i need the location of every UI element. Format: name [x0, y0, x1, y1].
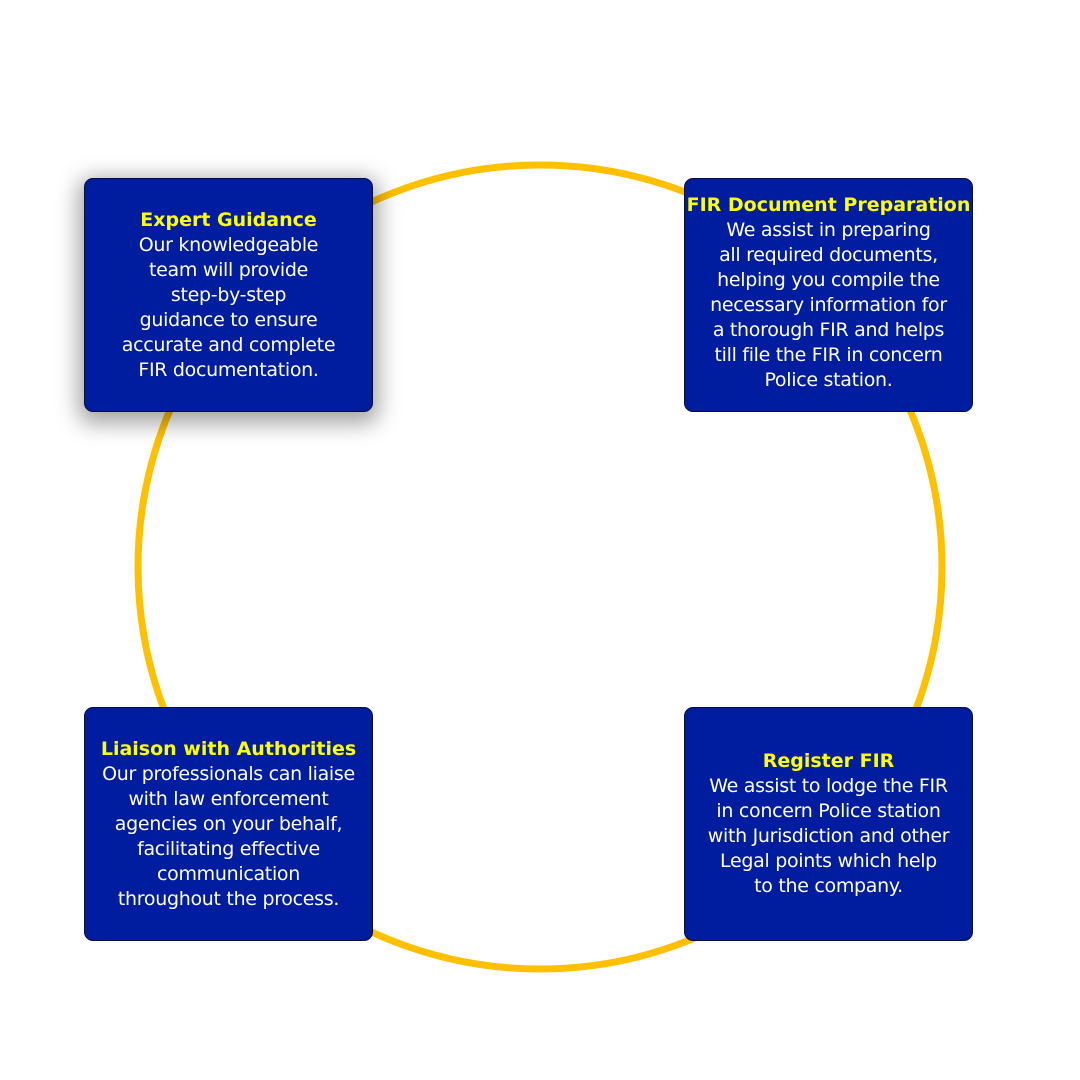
card-text-line: throughout the process. — [117, 887, 340, 910]
card-text-line: with law enforcement — [128, 787, 329, 810]
card-text-line: a thorough FIR and helps — [712, 319, 945, 341]
card-text-line: step-by-step — [170, 283, 287, 306]
card-text-line: with Jurisdiction and other — [707, 825, 950, 847]
card-title: Register FIR — [762, 750, 895, 772]
card-text-line: team will provide — [149, 258, 308, 281]
card-text-line: FIR documentation. — [138, 358, 319, 381]
card-title: Liaison with Authorities — [100, 737, 357, 760]
card-text-line: accurate and complete — [121, 333, 336, 356]
card-text-line: agencies on your behalf, — [114, 812, 343, 835]
card-register-fir: Register FIR We assist to lodge the FIR in… — [684, 707, 973, 941]
card-text-line: communication — [156, 862, 301, 885]
card-title: FIR Document Preparation — [686, 194, 971, 216]
card-text-line: facilitating effective — [137, 837, 320, 860]
card-text-line: We assist in preparing — [726, 219, 931, 241]
card-text-line: helping you compile the — [717, 269, 940, 291]
card-text-line: in concern Police station — [716, 800, 941, 822]
card-text-line: necessary information for — [710, 294, 947, 316]
card-text-line: We assist to lodge the FIR — [709, 775, 948, 797]
card-text-line: all required documents, — [719, 244, 938, 266]
card-title: Expert Guidance — [140, 208, 317, 231]
card-text-line: Our knowledgeable — [138, 233, 319, 256]
card-text-line: Legal points which help — [720, 850, 937, 872]
card-text-line: guidance to ensure — [139, 308, 318, 331]
card-text-line: Police station. — [764, 369, 893, 391]
card-text-line: to the company. — [754, 875, 903, 897]
card-text-line: Our professionals can liaise — [102, 762, 355, 785]
card-fir-document-preparation: FIR Document Preparation We assist in pre… — [684, 178, 973, 412]
card-text-line: till file the FIR in concern — [714, 344, 943, 366]
